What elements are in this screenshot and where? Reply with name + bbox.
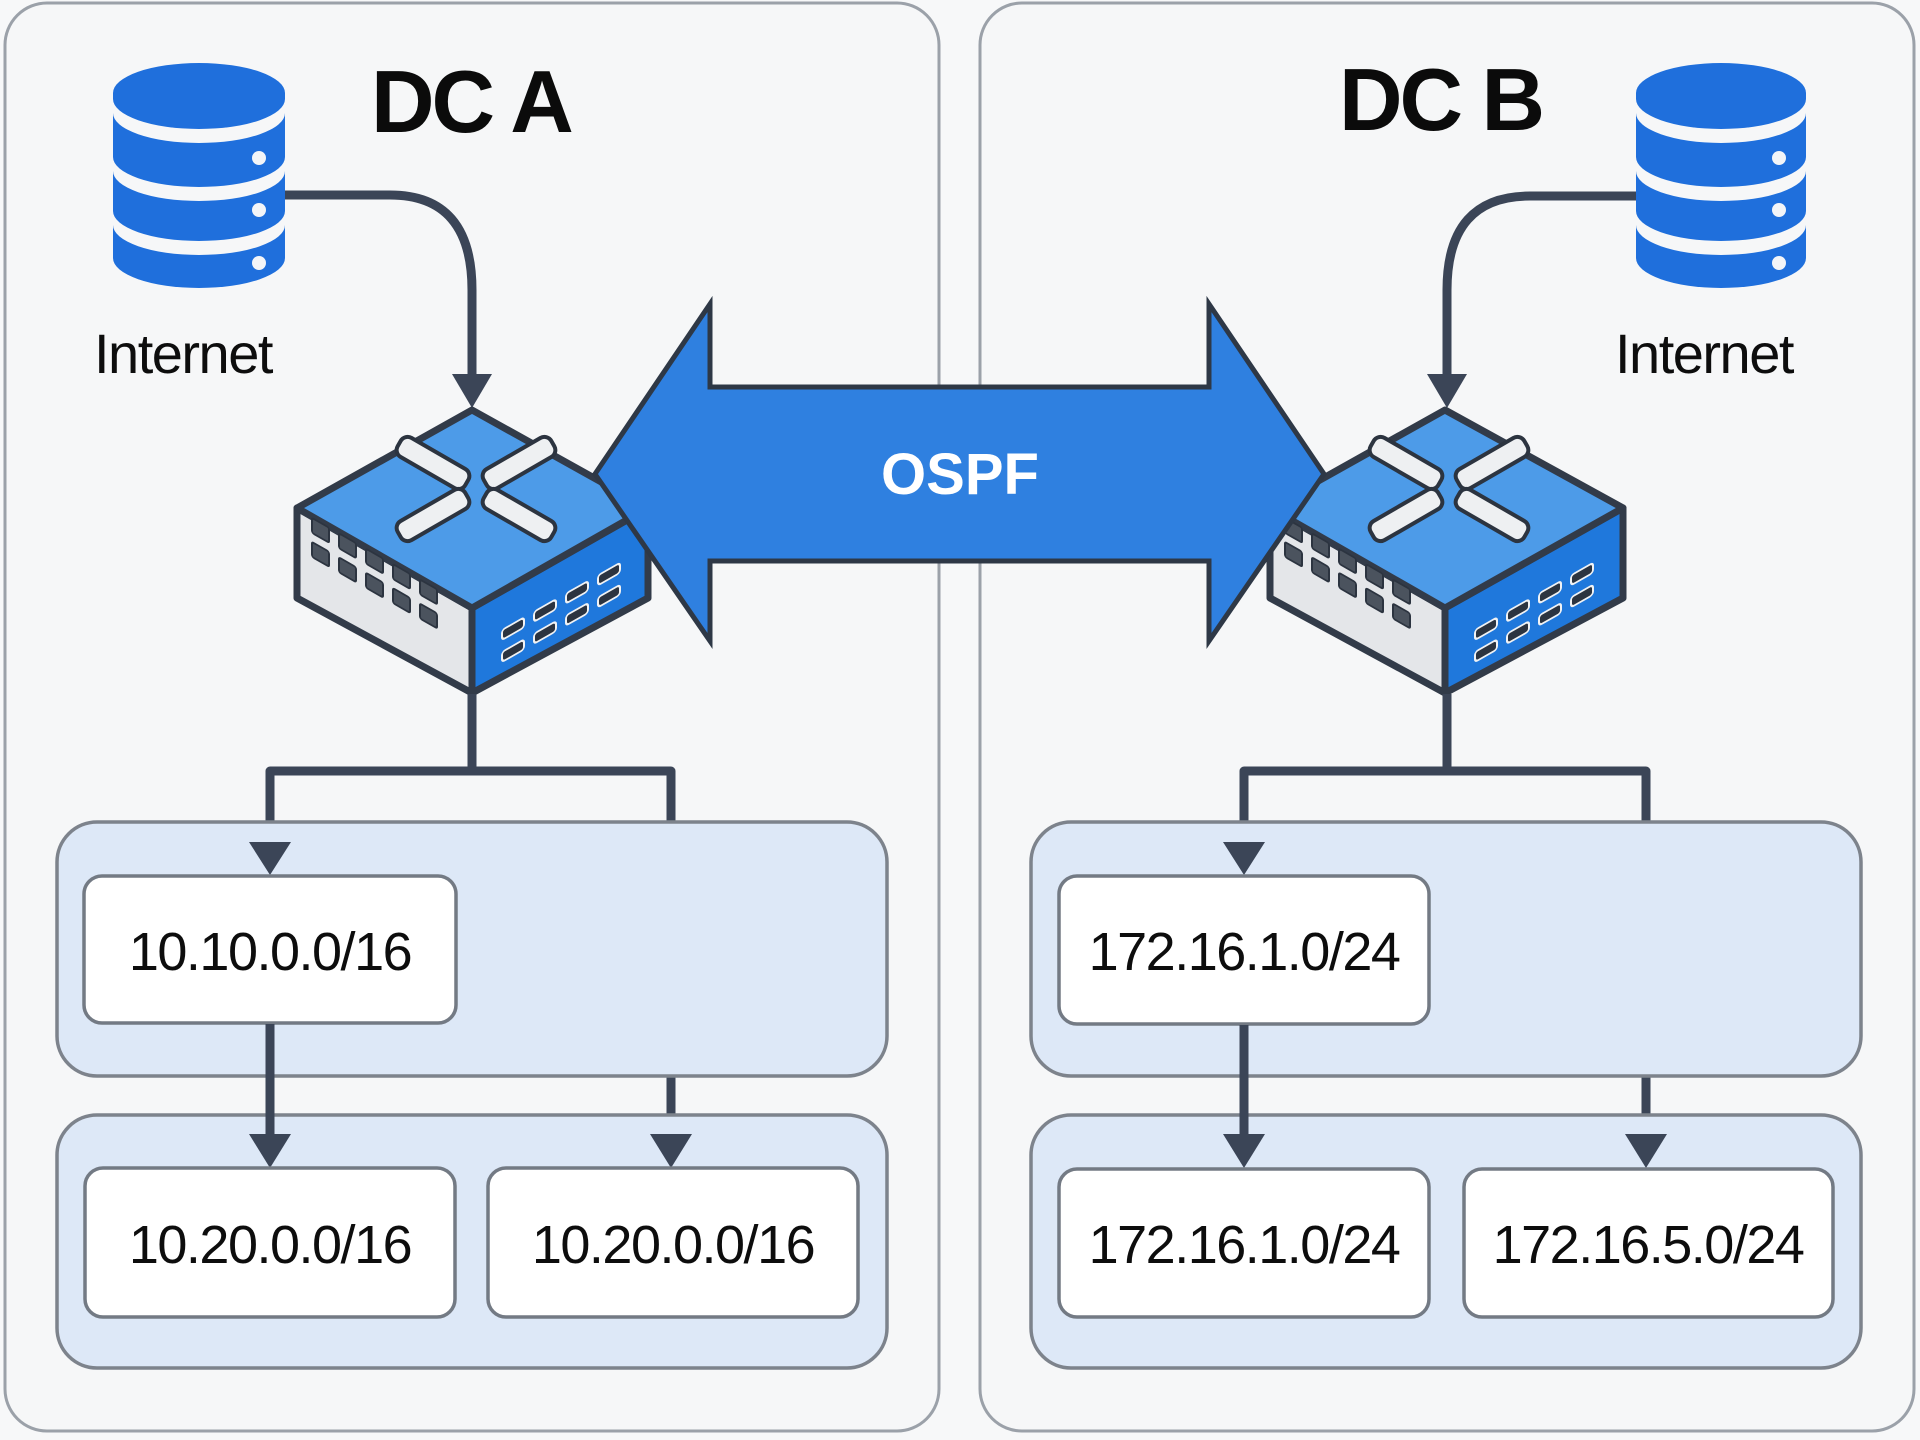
dc-a-arrowhead-1: [249, 842, 291, 875]
dc-b-subnet-box: [1057, 1167, 1431, 1319]
dc-a-switch-icon: [293, 406, 652, 697]
dc-b-switch-icon: [1266, 406, 1627, 697]
dc-a-subnet-box: [486, 1166, 860, 1319]
dc-a-internet-arrowhead: [452, 374, 492, 408]
dc-b-arrowhead-1: [1223, 842, 1265, 875]
dc-a-internet-link: [285, 190, 477, 378]
dc-a-subnet-label: 10.20.0.0/16: [532, 1215, 814, 1275]
dc-b-internet-arrowhead: [1427, 374, 1467, 408]
ospf-label: OSPF: [881, 442, 1039, 507]
dc-b-subnet-label: 172.16.5.0/24: [1493, 1215, 1804, 1275]
dc-a-subnet-label: 10.10.0.0/16: [129, 922, 411, 982]
dc-a-subnet-label: 10.20.0.0/16: [129, 1215, 411, 1275]
dc-a-subnet-box: [83, 1166, 457, 1319]
dc-a-subnet-box: [82, 874, 458, 1025]
dc-a-arrowhead-2: [249, 1134, 291, 1168]
dc-a-internet-icon: [113, 63, 285, 288]
dc-a-title: DC A: [371, 52, 572, 151]
ospf-double-arrow: [591, 295, 1328, 650]
dc-b-arrowhead-2: [1223, 1134, 1265, 1168]
dc-b-title: DC B: [1339, 50, 1542, 149]
dc-b-subnet-label: 172.16.1.0/24: [1089, 922, 1400, 982]
dc-b-internet-link: [1442, 191, 1636, 378]
dc-b-subnet-box: [1462, 1167, 1835, 1319]
dc-a-internet-label: Internet: [94, 322, 274, 385]
dc-a-arrowhead-3: [650, 1134, 692, 1168]
dc-b-arrowhead-3: [1625, 1134, 1667, 1168]
dc-b-internet-label: Internet: [1615, 322, 1795, 385]
dc-b-subnet-label: 172.16.1.0/24: [1089, 1215, 1400, 1275]
dc-b-internet-icon: [1636, 63, 1806, 288]
dc-b-subnet-box: [1057, 874, 1431, 1026]
